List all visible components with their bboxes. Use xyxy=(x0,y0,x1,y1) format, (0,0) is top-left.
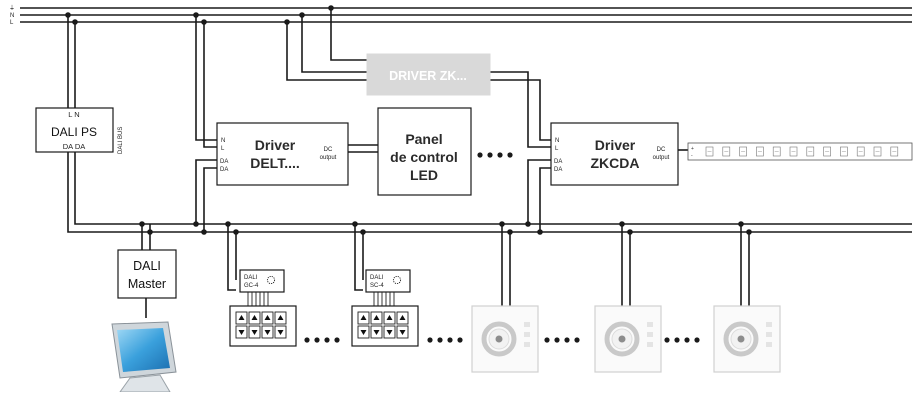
dali-sc4: DALI SC-4 xyxy=(351,269,419,347)
panel-button xyxy=(766,342,772,347)
dali-ps-title: DALI PS xyxy=(51,125,97,139)
led-strip: +- xyxy=(687,142,913,161)
dimmer-ring-icon xyxy=(604,321,640,357)
live-label: L xyxy=(10,20,14,26)
zkcda-l: L xyxy=(555,146,559,152)
dimmer-ring-icon xyxy=(723,321,759,357)
junction-dots xyxy=(65,5,752,235)
arrow-down-icon xyxy=(373,330,380,335)
zkcda-output: output xyxy=(653,155,670,161)
arrow-up-icon xyxy=(360,315,367,320)
power-icon xyxy=(618,335,626,343)
zkcda-dc: DC xyxy=(657,147,666,153)
strip-minus: - xyxy=(691,153,693,159)
touch-dimmer-panel xyxy=(594,305,662,373)
dali-ps: L N DALI PS DA DA DALI BUS xyxy=(35,107,124,154)
delt-n: N xyxy=(221,138,225,144)
dali-ps-dada: DA DA xyxy=(63,142,86,151)
dali-ps-ln: L N xyxy=(68,110,79,119)
panel-button xyxy=(766,322,772,327)
delt-dc: DC xyxy=(324,147,333,153)
arrow-up-icon xyxy=(251,315,258,320)
arrow-up-icon xyxy=(277,315,284,320)
master-line1: DALI xyxy=(133,259,161,273)
panel-button xyxy=(524,322,530,327)
panel-button xyxy=(766,332,772,337)
arrow-down-icon xyxy=(277,330,284,335)
arrow-up-icon xyxy=(238,315,245,320)
dali-master: DALI Master xyxy=(117,249,177,299)
dimmer-ring-icon xyxy=(481,321,517,357)
delt-output: output xyxy=(320,155,337,161)
panel-de-control: Panel de control LED xyxy=(377,107,472,196)
delt-da1: DA xyxy=(220,159,228,165)
arrow-up-icon xyxy=(373,315,380,320)
led-chips: +- xyxy=(691,146,899,159)
master-line2: Master xyxy=(128,277,166,291)
earth-symbol: ⏚ xyxy=(9,5,15,12)
touch-panels xyxy=(471,305,781,373)
arrow-up-icon xyxy=(386,315,393,320)
arrow-down-icon xyxy=(238,330,245,335)
wiring xyxy=(67,8,912,318)
arrow-down-icon xyxy=(399,330,406,335)
gc4-line1: DALI xyxy=(244,275,258,281)
arrow-down-icon xyxy=(360,330,367,335)
dali-bus-label: DALI BUS xyxy=(118,127,124,154)
panel-line3: LED xyxy=(410,167,438,183)
gc4-line2: GC-4 xyxy=(244,283,259,289)
power-icon xyxy=(737,335,745,343)
sc4-line1: DALI xyxy=(370,275,384,281)
delt-l: L xyxy=(221,146,225,152)
arrow-down-icon xyxy=(264,330,271,335)
panel-button xyxy=(647,342,653,347)
driver-zk: DRIVER ZK... xyxy=(366,53,491,96)
neutral-label: N xyxy=(10,13,14,19)
delt-title-2: DELT.... xyxy=(250,155,300,171)
panel-line1: Panel xyxy=(405,131,442,147)
driver-delt: N L DA DA Driver DELT.... DC output xyxy=(216,122,349,186)
zkcda-title-2: ZKCDA xyxy=(591,155,640,171)
ellipsis-p1 xyxy=(544,337,580,343)
gc4-keypad xyxy=(235,311,287,339)
panel-line2: de control xyxy=(390,149,458,165)
arrow-down-icon xyxy=(251,330,258,335)
sc4-line2: SC-4 xyxy=(370,283,384,289)
zkcda-da1: DA xyxy=(554,159,562,165)
ellipsis-p2 xyxy=(664,337,700,343)
touch-dimmer-panel xyxy=(471,305,539,373)
supply-lines: ⏚ N L xyxy=(9,5,912,26)
panel-button xyxy=(524,342,530,347)
touch-dimmer-panel xyxy=(713,305,781,373)
delt-da2: DA xyxy=(220,167,228,173)
driver-zkcda: N L DA DA Driver ZKCDA DC output xyxy=(550,122,679,186)
arrow-down-icon xyxy=(386,330,393,335)
strip-plus: + xyxy=(691,146,694,152)
sc4-keypad xyxy=(357,311,409,339)
ellipsis-sc xyxy=(427,337,463,343)
zkcda-da2: DA xyxy=(554,167,562,173)
dali-gc4: DALI GC-4 xyxy=(229,269,297,347)
driver-zk-label: DRIVER ZK... xyxy=(389,69,467,83)
zkcda-n: N xyxy=(555,138,559,144)
monitor-icon xyxy=(111,321,177,393)
ellipsis-gc xyxy=(304,337,340,343)
panel-button xyxy=(524,332,530,337)
arrow-up-icon xyxy=(264,315,271,320)
ellipsis-top xyxy=(477,152,513,158)
power-icon xyxy=(495,335,503,343)
panel-button xyxy=(647,332,653,337)
panel-button xyxy=(647,322,653,327)
zkcda-title-1: Driver xyxy=(595,137,636,153)
arrow-up-icon xyxy=(399,315,406,320)
delt-title-1: Driver xyxy=(255,137,296,153)
